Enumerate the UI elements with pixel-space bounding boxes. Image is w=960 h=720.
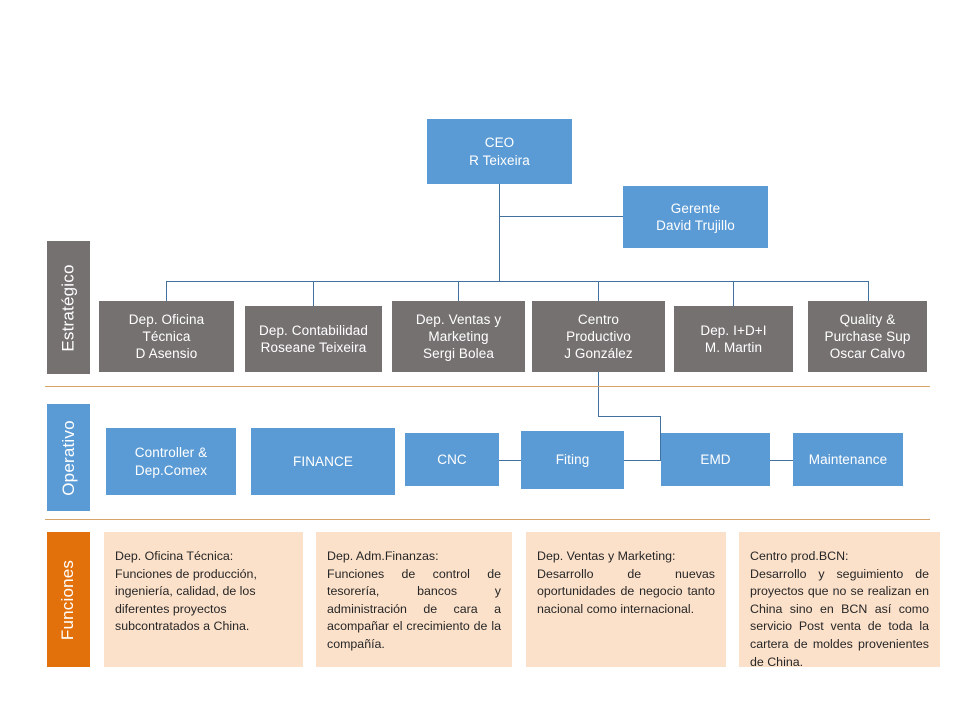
connector-drop-5 bbox=[733, 281, 734, 306]
function-card-3-body: Desarrollo y seguimiento de proyectos qu… bbox=[750, 566, 929, 669]
connector-centro-stem bbox=[598, 372, 599, 416]
node-ceo-line1: CEO bbox=[484, 135, 515, 151]
connector-drop-6 bbox=[868, 281, 869, 301]
divider-operativo-funciones bbox=[45, 519, 930, 520]
node-estrategico-1[interactable]: Dep. Contabilidad Roseane Teixeira bbox=[245, 306, 382, 372]
node-operativo-0-line1: Controller & bbox=[134, 445, 208, 461]
node-operativo-5[interactable]: Maintenance bbox=[793, 433, 903, 486]
connector-drop-2 bbox=[313, 281, 314, 306]
node-operativo-4[interactable]: EMD bbox=[661, 433, 770, 486]
node-estrategico-2-line1: Dep. Ventas y bbox=[415, 311, 502, 327]
node-estrategico-2-line2: Marketing bbox=[428, 328, 489, 344]
node-estrategico-0-line1: Dep. Oficina bbox=[128, 311, 205, 327]
connector-cnc-fiting bbox=[499, 460, 521, 461]
node-estrategico-2-line3: Sergi Bolea bbox=[423, 346, 494, 362]
node-operativo-2[interactable]: CNC bbox=[405, 433, 499, 486]
node-operativo-2-line1: CNC bbox=[437, 451, 467, 467]
node-ceo[interactable]: CEO R Teixeira bbox=[427, 119, 572, 184]
node-estrategico-4[interactable]: Dep. I+D+I M. Martin bbox=[674, 306, 793, 372]
band-estrategico: Estratégico bbox=[47, 241, 90, 374]
node-operativo-0[interactable]: Controller & Dep.Comex bbox=[106, 428, 236, 495]
node-operativo-0-line2: Dep.Comex bbox=[134, 462, 208, 478]
connector-centro-down bbox=[660, 416, 661, 460]
node-estrategico-2[interactable]: Dep. Ventas y Marketing Sergi Bolea bbox=[392, 301, 525, 372]
node-estrategico-4-line1: Dep. I+D+I bbox=[700, 322, 767, 338]
node-estrategico-5-line1: Quality & bbox=[839, 311, 896, 327]
function-card-0[interactable]: Dep. Oficina Técnica: Funciones de produ… bbox=[104, 532, 303, 667]
node-operativo-1-line1: FINANCE bbox=[293, 453, 353, 469]
band-operativo: Operativo bbox=[47, 404, 90, 511]
divider-estrategico-operativo bbox=[45, 386, 930, 387]
node-operativo-1[interactable]: FINANCE bbox=[251, 428, 395, 495]
node-estrategico-0-line3: D Asensio bbox=[135, 346, 198, 362]
node-gerente[interactable]: Gerente David Trujillo bbox=[623, 186, 768, 248]
node-estrategico-3[interactable]: Centro Productivo J González bbox=[532, 301, 665, 372]
connector-centro-elbow bbox=[598, 416, 660, 417]
function-card-0-title: Dep. Oficina Técnica: bbox=[115, 549, 234, 563]
connector-ceo-stem bbox=[499, 184, 500, 281]
function-card-3[interactable]: Centro prod.BCN: Desarrollo y seguimient… bbox=[739, 532, 940, 669]
node-operativo-3-line1: Fiting bbox=[555, 452, 590, 468]
connector-drop-3 bbox=[458, 281, 459, 301]
function-card-2-title: Dep. Ventas y Marketing: bbox=[537, 549, 676, 563]
node-gerente-line1: Gerente bbox=[670, 200, 721, 216]
node-operativo-4-line1: EMD bbox=[700, 451, 731, 467]
function-card-3-title: Centro prod.BCN: bbox=[750, 549, 849, 563]
node-gerente-line2: David Trujillo bbox=[656, 218, 735, 233]
function-card-1[interactable]: Dep. Adm.Finanzas: Funciones de control … bbox=[316, 532, 512, 667]
node-estrategico-4-line2: M. Martin bbox=[704, 340, 763, 355]
node-estrategico-5-line2: Purchase Sup bbox=[824, 328, 911, 344]
connector-fiting-emd bbox=[624, 460, 661, 461]
connector-estrategico-bus bbox=[166, 281, 868, 282]
function-card-1-body: Funciones de control de tesorería, banco… bbox=[327, 566, 501, 652]
connector-emd-maintenance bbox=[770, 460, 793, 461]
node-estrategico-0[interactable]: Dep. Oficina Técnica D Asensio bbox=[99, 301, 234, 372]
node-operativo-5-line1: Maintenance bbox=[808, 451, 888, 467]
node-operativo-3[interactable]: Fiting bbox=[521, 431, 624, 489]
connector-drop-1 bbox=[166, 281, 167, 301]
node-estrategico-5-line3: Oscar Calvo bbox=[829, 346, 906, 362]
node-estrategico-1-line1: Dep. Contabilidad bbox=[258, 322, 369, 338]
band-estrategico-label: Estratégico bbox=[58, 263, 78, 352]
node-estrategico-0-line2: Técnica bbox=[142, 328, 191, 344]
function-card-2[interactable]: Dep. Ventas y Marketing: Desarrollo de n… bbox=[526, 532, 726, 667]
band-operativo-label: Operativo bbox=[58, 419, 78, 496]
band-funciones-label: Funciones bbox=[58, 559, 78, 640]
node-estrategico-3-line3: J González bbox=[564, 346, 633, 362]
connector-drop-4 bbox=[598, 281, 599, 301]
function-card-1-title: Dep. Adm.Finanzas: bbox=[327, 549, 439, 563]
node-estrategico-5[interactable]: Quality & Purchase Sup Oscar Calvo bbox=[808, 301, 927, 372]
node-estrategico-1-line2: Roseane Teixeira bbox=[260, 340, 367, 355]
node-estrategico-3-line2: Productivo bbox=[566, 328, 631, 344]
connector-ceo-gerente bbox=[499, 216, 624, 217]
function-card-2-body: Desarrollo de nuevas oportunidades de ne… bbox=[537, 566, 715, 616]
band-funciones: Funciones bbox=[47, 532, 90, 667]
function-card-0-body: Funciones de producción, ingeniería, cal… bbox=[115, 566, 257, 634]
node-estrategico-3-line1: Centro bbox=[577, 311, 620, 327]
node-ceo-line2: R Teixeira bbox=[469, 152, 530, 168]
